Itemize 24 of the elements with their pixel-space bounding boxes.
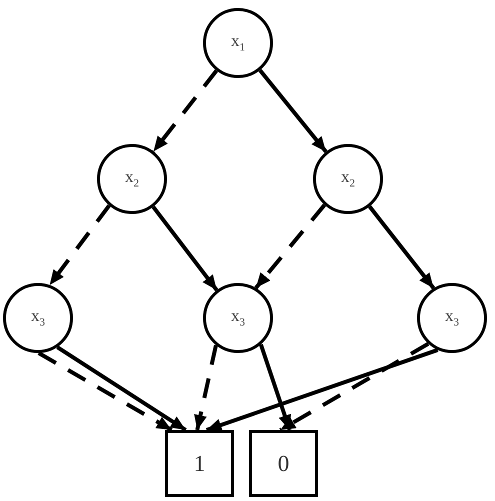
- variable-label: x$_{2}$: [341, 168, 355, 190]
- decision-node: [417, 283, 487, 353]
- terminal-node: [249, 430, 318, 497]
- arrow: [206, 348, 438, 432]
- decision-node: [313, 144, 383, 214]
- variable-label: x$_{2}$: [125, 168, 139, 190]
- terminal-value: 0: [278, 452, 290, 475]
- arrow: [368, 205, 436, 290]
- dashed-arrow: [279, 342, 430, 432]
- dashed-arrow: [194, 344, 218, 430]
- variable-label: x$_{3}$: [31, 307, 45, 329]
- arrow: [258, 68, 328, 154]
- dashed-arrow: [38, 351, 173, 432]
- terminal-node: [165, 430, 234, 497]
- dashed-arrow: [152, 69, 218, 153]
- arrow: [152, 206, 218, 292]
- variable-label: x$_{1}$: [231, 32, 245, 54]
- arrow: [56, 346, 187, 432]
- variable-label: x$_{3}$: [445, 307, 459, 329]
- dashed-arrow: [254, 204, 326, 290]
- terminal-value: 1: [194, 452, 206, 475]
- variable-label: x$_{3}$: [231, 307, 245, 329]
- arrow: [259, 344, 292, 431]
- dashed-arrow: [48, 204, 111, 286]
